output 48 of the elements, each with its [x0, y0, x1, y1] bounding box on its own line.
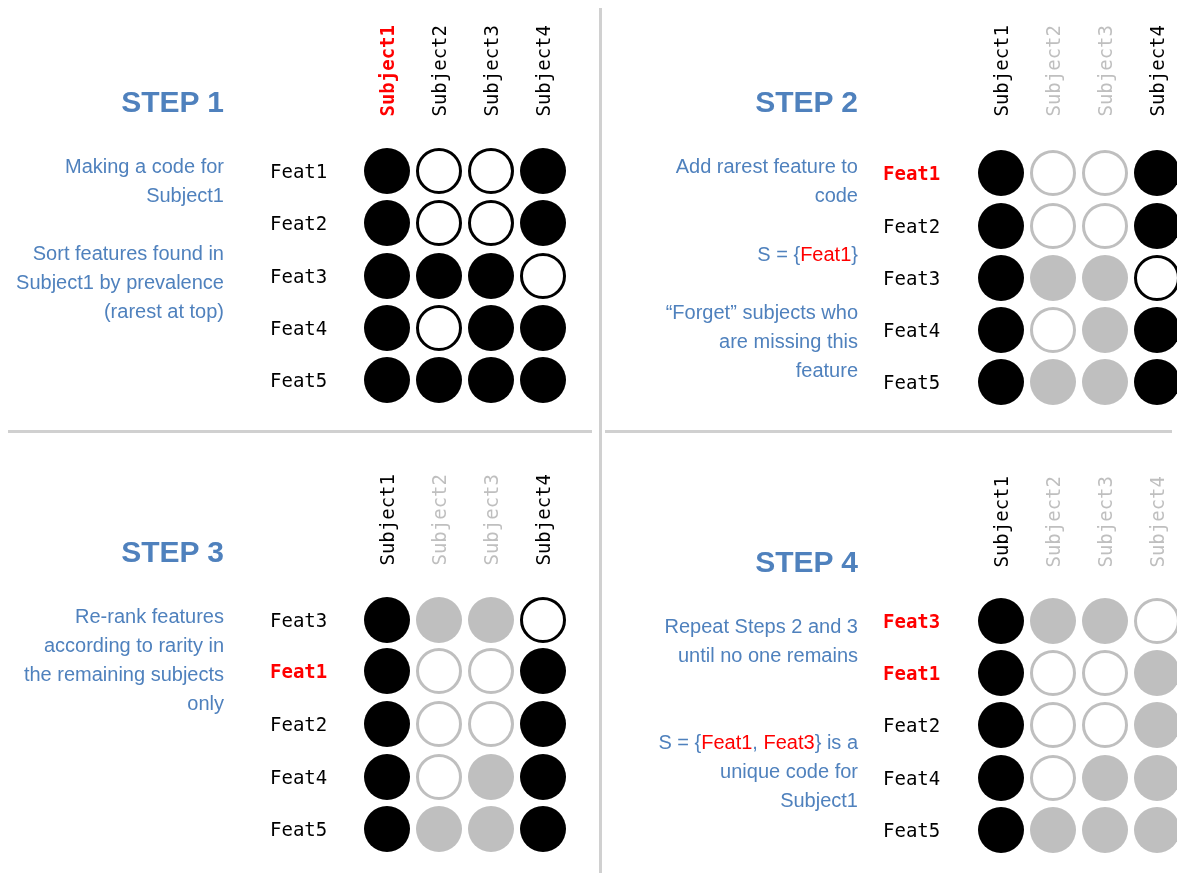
column-header: Subject3	[479, 474, 503, 566]
column-header: Subject1	[989, 25, 1013, 117]
column-header: Subject1	[375, 25, 399, 117]
row-label: Feat3	[270, 608, 328, 632]
step-heading: STEP 2	[754, 84, 858, 120]
column-header: Subject4	[531, 25, 555, 117]
step-heading: STEP 3	[120, 534, 224, 570]
step-description: Add rarest feature to code	[674, 154, 858, 208]
row-label: Feat1	[270, 659, 328, 683]
row-label: Feat3	[883, 609, 941, 633]
row-label: Feat2	[883, 214, 941, 238]
column-header: Subject4	[531, 474, 555, 566]
step-description: S = {Feat1, Feat3} is a unique code for Subject1	[657, 730, 858, 813]
row-label: Feat1	[883, 161, 941, 185]
step-description: “Forget” subjects who are missing this feature	[664, 300, 858, 383]
step-description: Sort features found in Subject1 by prevalence (rarest at top)	[15, 241, 224, 324]
step-description: Making a code for Subject1	[64, 154, 224, 208]
column-header: Subject1	[375, 474, 399, 566]
row-label: Feat2	[270, 712, 328, 736]
step-heading: STEP 1	[120, 84, 224, 120]
step-description: Re-rank features according to rarity in the remaining subjects only	[22, 604, 224, 716]
row-label: Feat1	[270, 159, 328, 183]
column-header: Subject4	[1145, 25, 1169, 117]
row-label: Feat1	[883, 661, 941, 685]
column-header: Subject4	[1145, 476, 1169, 568]
row-label: Feat3	[270, 264, 328, 288]
row-label: Feat2	[883, 713, 941, 737]
row-label: Feat3	[883, 266, 941, 290]
column-header: Subject3	[1093, 25, 1117, 117]
row-label: Feat5	[270, 368, 328, 392]
column-header: Subject1	[989, 476, 1013, 568]
row-label: Feat5	[270, 817, 328, 841]
column-header: Subject2	[1041, 25, 1065, 117]
column-header: Subject2	[427, 474, 451, 566]
column-header: Subject2	[1041, 476, 1065, 568]
row-label: Feat4	[270, 316, 328, 340]
column-header: Subject3	[1093, 476, 1117, 568]
row-label: Feat5	[883, 370, 941, 394]
row-label: Feat4	[270, 765, 328, 789]
step-description: Repeat Steps 2 and 3 until no one remains	[663, 614, 858, 668]
row-label: Feat4	[883, 766, 941, 790]
step-description: S = {Feat1}	[756, 242, 858, 267]
row-label: Feat5	[883, 818, 941, 842]
column-header: Subject3	[479, 25, 503, 117]
column-header: Subject2	[427, 25, 451, 117]
step-heading: STEP 4	[754, 544, 858, 580]
row-label: Feat4	[883, 318, 941, 342]
row-label: Feat2	[270, 211, 328, 235]
